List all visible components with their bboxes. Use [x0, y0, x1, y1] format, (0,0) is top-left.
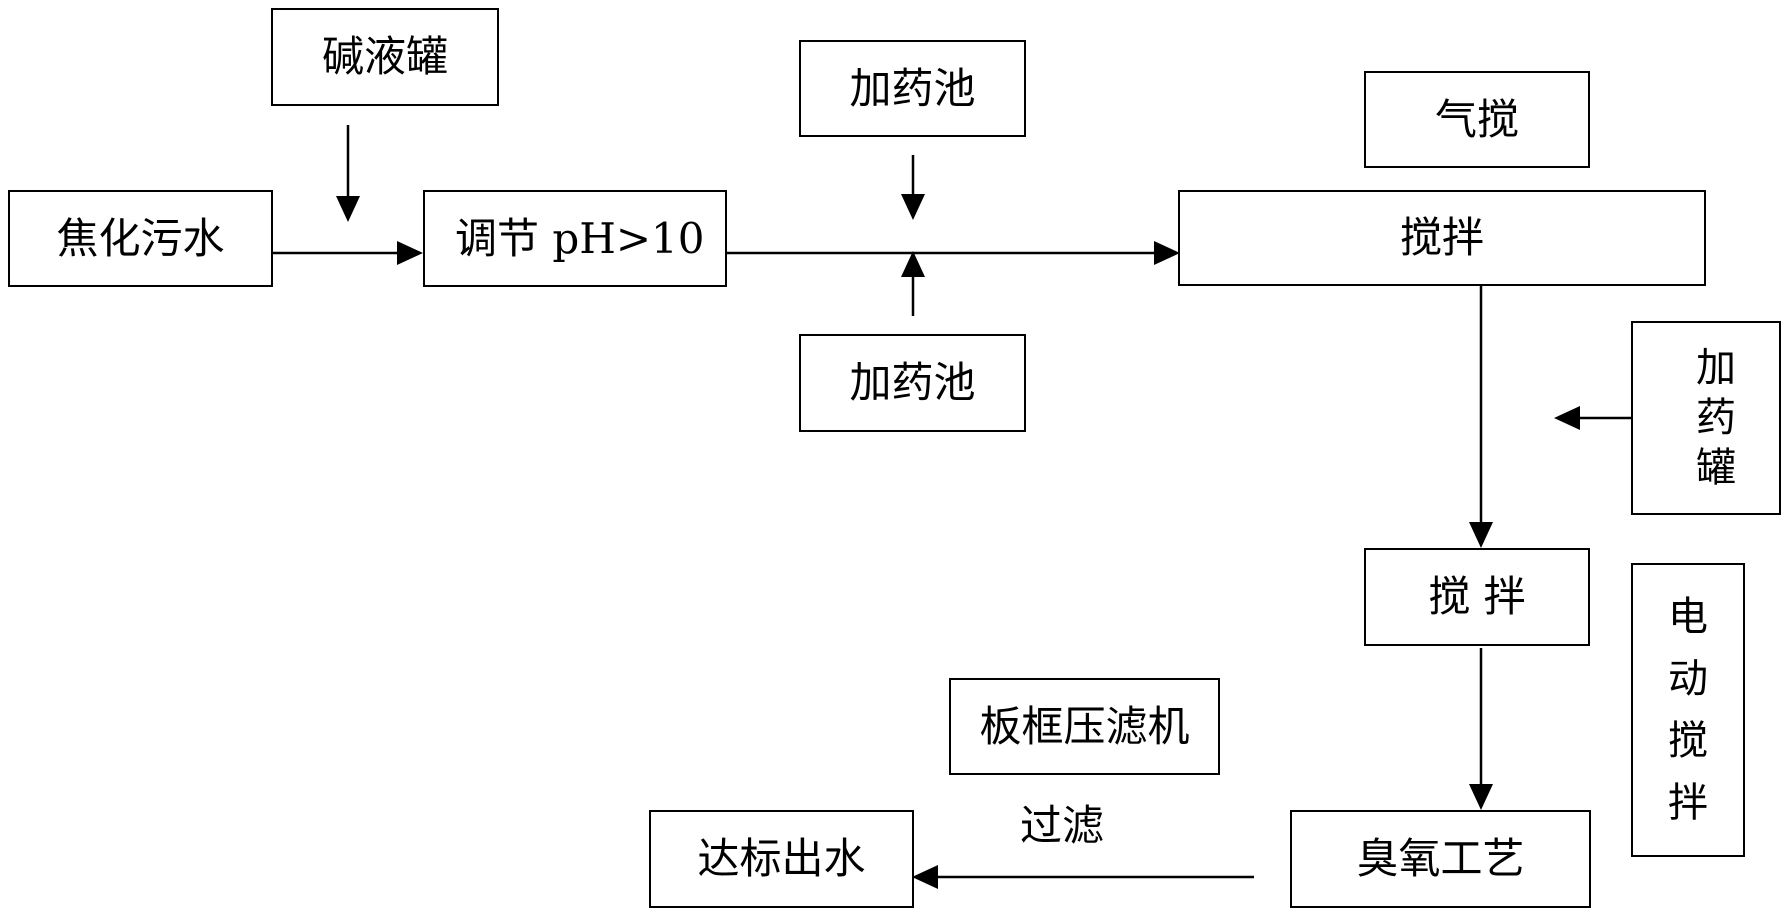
node-stir-1: 搅拌 — [1178, 190, 1706, 286]
node-stir-2: 搅 拌 — [1364, 548, 1590, 646]
arrowhead-to-stir — [1154, 241, 1180, 265]
node-stir-1-label: 搅拌 — [1400, 217, 1484, 259]
arrowhead-to-discharge — [912, 865, 938, 889]
node-ozone-process: 臭氧工艺 — [1290, 810, 1591, 908]
node-stir-2-label: 搅 拌 — [1428, 576, 1525, 618]
node-air-stir: 气搅 — [1364, 71, 1590, 168]
node-alkali-tank: 碱液罐 — [271, 8, 499, 106]
node-discharge-label: 达标出水 — [697, 838, 865, 880]
node-plate-frame-filter: 板框压滤机 — [949, 678, 1220, 775]
arrowhead-dosing-tank — [1554, 406, 1580, 430]
arrowhead-to-stir2 — [1469, 522, 1493, 548]
node-dosing-tank: 加药罐 — [1631, 321, 1781, 515]
node-air-stir-label: 气搅 — [1435, 99, 1519, 141]
node-electric-stir: 电动搅拌 — [1631, 563, 1745, 857]
node-electric-stir-label: 电动搅拌 — [1667, 586, 1709, 834]
arrowhead-dosing-bottom — [901, 251, 925, 277]
node-ozone-process-label: 臭氧工艺 — [1356, 838, 1524, 880]
arrowhead-to-ozone — [1469, 784, 1493, 810]
node-adjust-ph: 调节 pH>10 — [423, 190, 727, 287]
node-dosing-pool-top-label: 加药池 — [849, 68, 975, 110]
node-dosing-pool-bottom: 加药池 — [799, 334, 1026, 432]
arrowhead-to-adjust — [397, 241, 423, 265]
node-dosing-pool-top: 加药池 — [799, 40, 1026, 137]
node-dosing-tank-label: 加药罐 — [1695, 343, 1737, 493]
arrowhead-dosing-top — [901, 194, 925, 220]
node-alkali-tank-label: 碱液罐 — [322, 36, 448, 78]
node-dosing-pool-bottom-label: 加药池 — [849, 362, 975, 404]
edge-filter-label: 过滤 — [1020, 805, 1104, 847]
node-coking-wastewater-label: 焦化污水 — [56, 218, 224, 260]
node-adjust-ph-label: 调节 pH>10 — [455, 218, 705, 260]
arrowhead-alkali — [336, 196, 360, 222]
node-coking-wastewater: 焦化污水 — [8, 190, 273, 287]
node-discharge: 达标出水 — [649, 810, 914, 908]
node-plate-frame-filter-label: 板框压滤机 — [979, 706, 1189, 748]
